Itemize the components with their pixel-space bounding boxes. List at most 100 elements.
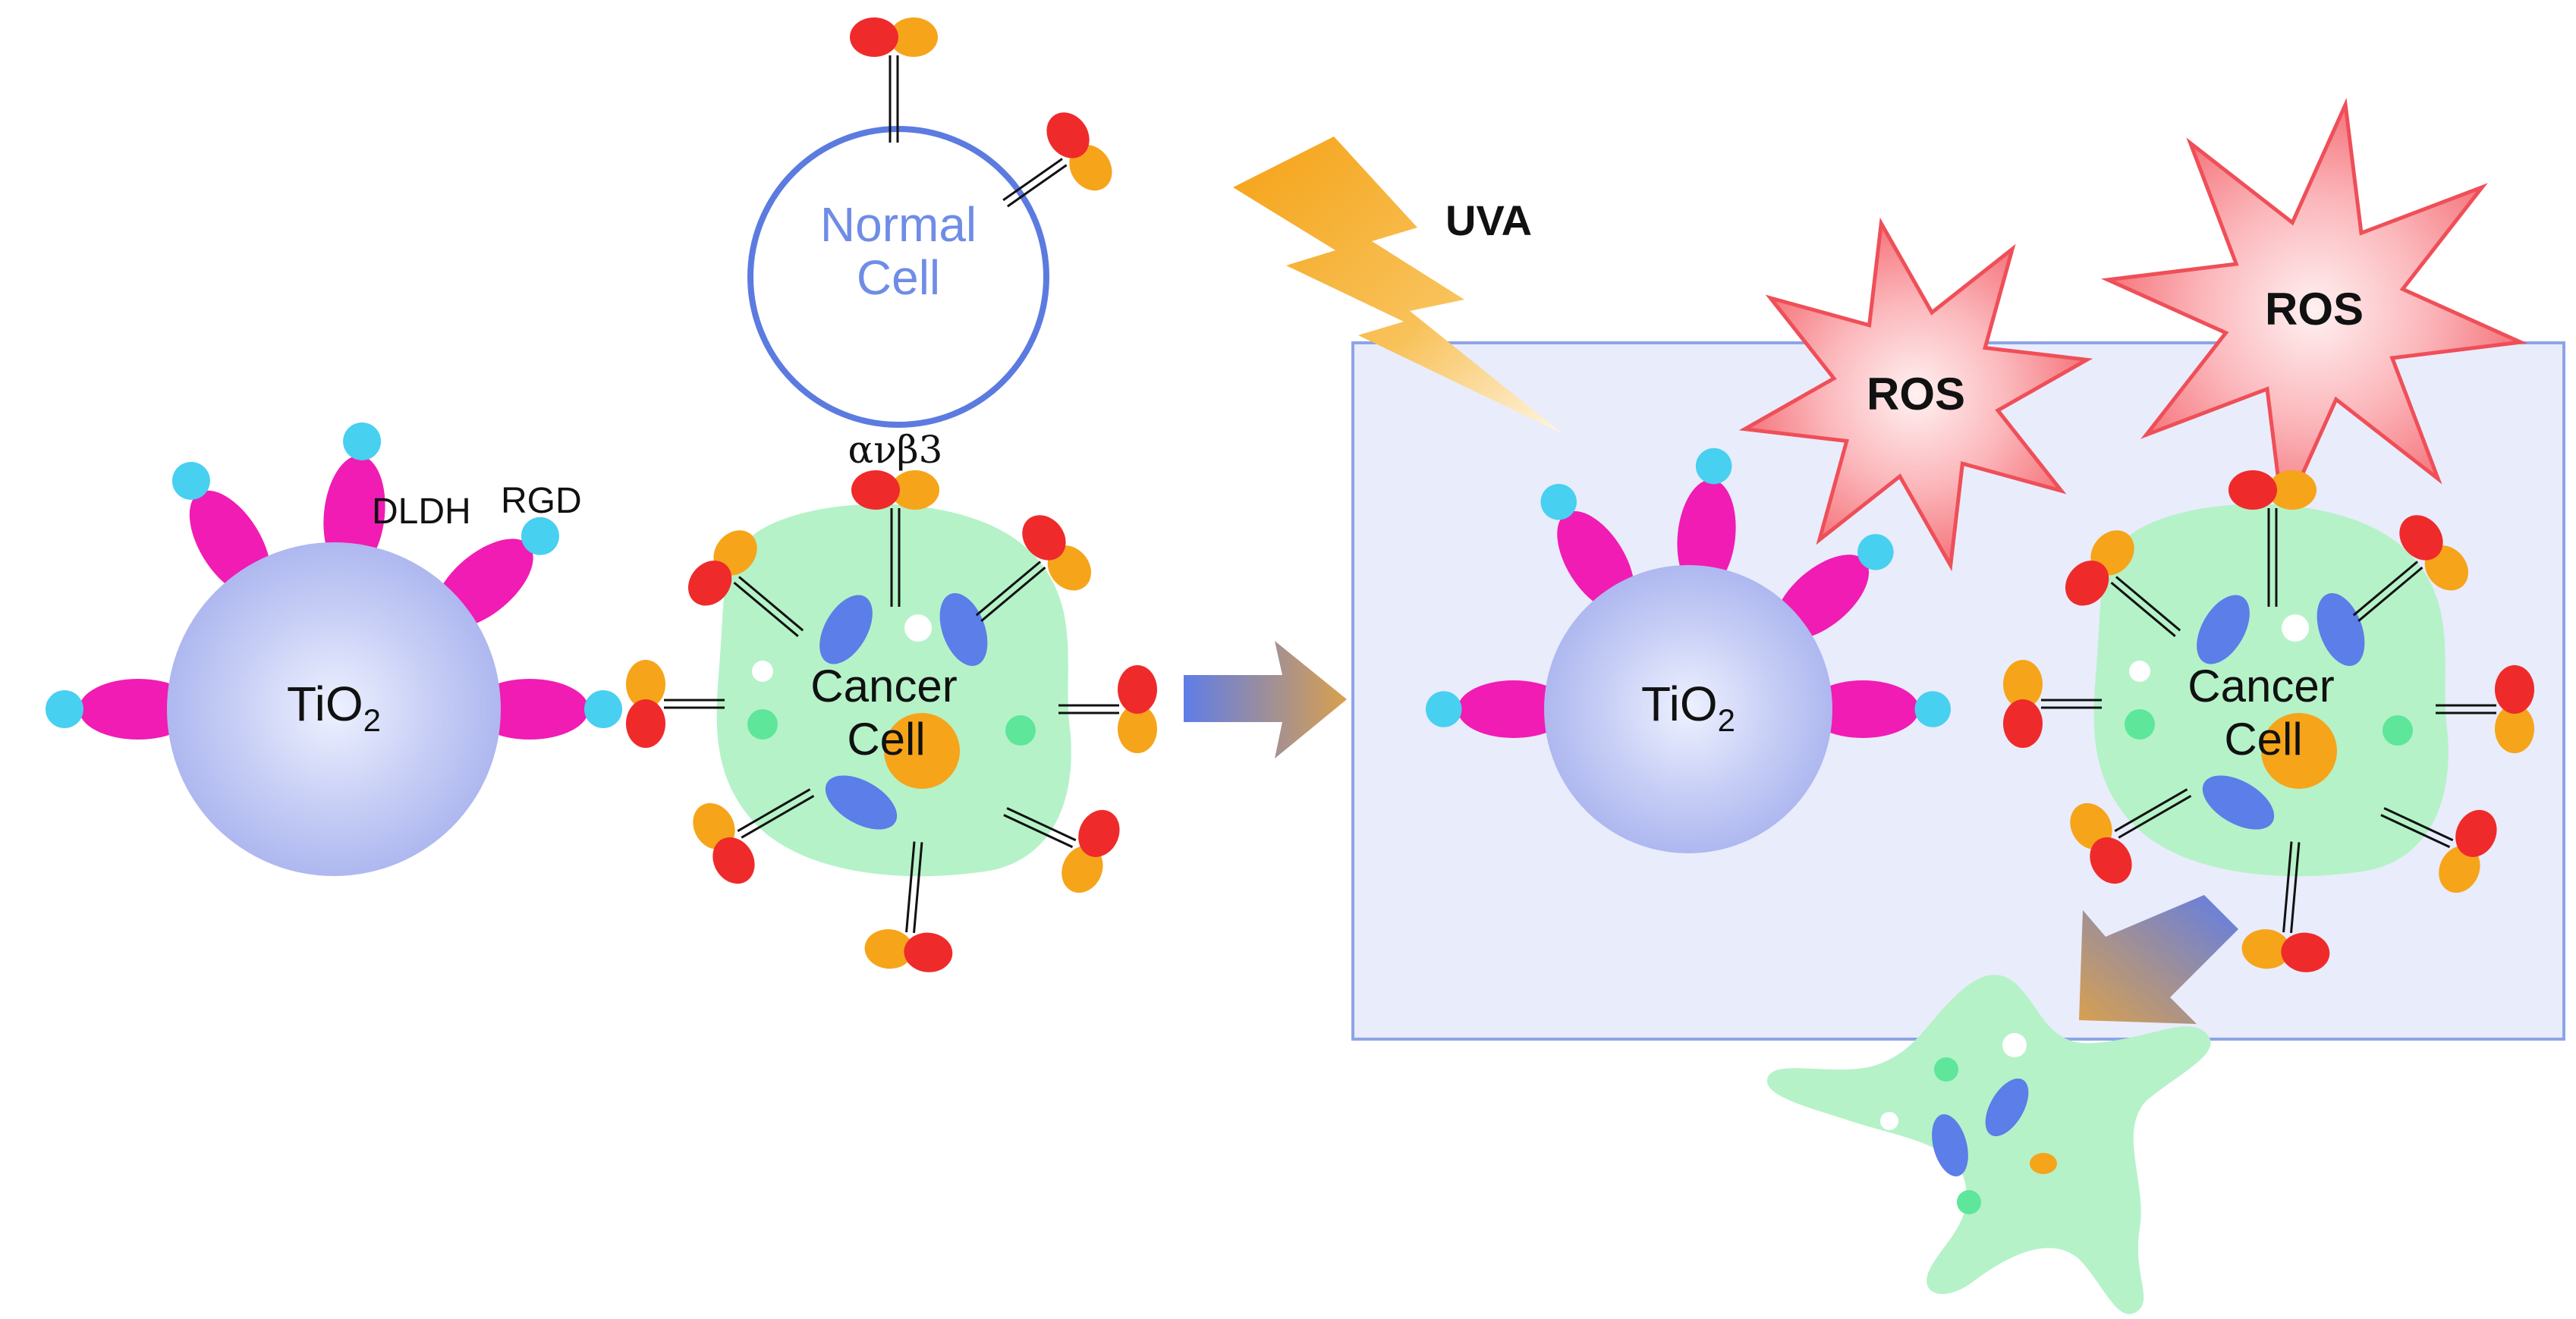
- cancer-cell-organelles: [747, 593, 1036, 830]
- receptor-stalk: [1003, 814, 1074, 849]
- receptor-stalk: [2383, 807, 2454, 842]
- organelle-mitochondrion: [819, 595, 873, 664]
- dead-cell-body: [1766, 975, 2211, 1314]
- cancer-cell-label-line1: Cancer: [810, 661, 957, 711]
- receptor-stalk: [1006, 807, 1077, 842]
- cancer-cell-label-line1: Cancer: [2188, 661, 2334, 711]
- tio2-particle-left: TiO2 DLDH RGD: [46, 422, 622, 876]
- organelle-mitochondrion: [2202, 775, 2275, 830]
- normal-cell: Normal Cell: [747, 17, 1112, 428]
- rgd-bead: [1857, 534, 1894, 570]
- integrin-alpha-subunit: [2439, 845, 2480, 893]
- integrin-beta-subunit: [850, 17, 898, 57]
- dead-cancer-cell: [1766, 975, 2211, 1314]
- integrin-beta-subunit: [2455, 809, 2497, 857]
- receptor-stalk: [2357, 566, 2423, 622]
- integrin-alpha-subunit: [1062, 845, 1103, 893]
- integrin-beta-subunit: [2003, 699, 2043, 748]
- integrin-alpha-subunit: [693, 802, 735, 850]
- ros-star-shape: [1738, 217, 2093, 572]
- organelle-vesicle: [2129, 661, 2150, 682]
- dldh-peptide: [1807, 680, 1920, 738]
- organelle-granule: [1957, 1190, 1981, 1214]
- receptor-stalk: [2118, 795, 2192, 839]
- organelle-mitochondrion: [2197, 595, 2250, 664]
- integrin-beta-subunit: [2228, 470, 2277, 510]
- ros-label-right: ROS: [2265, 284, 2364, 334]
- organelle-mitochondrion: [825, 775, 898, 830]
- cancer-cell-right: Cancer Cell: [2003, 470, 2534, 972]
- rgd-bead: [1914, 691, 1951, 727]
- integrin-beta-subunit: [2399, 515, 2443, 561]
- tio2-sphere: [1544, 565, 1832, 853]
- ros-burst-left: ROS: [1738, 217, 2093, 572]
- receptor-stalk: [2115, 576, 2181, 632]
- integrin-alpha-subunit: [889, 17, 938, 57]
- uva-lightning: UVA: [1233, 137, 1563, 434]
- dead-cell-organelles: [1880, 1033, 2057, 1214]
- integrin-beta-subunit: [1022, 515, 1066, 561]
- integrin-beta-subunit: [904, 932, 953, 972]
- receptor-stalk: [975, 561, 1042, 617]
- ros-burst-right: ROS: [2100, 97, 2528, 525]
- receptor-stalk: [737, 788, 811, 832]
- rgd-bead: [1695, 448, 1732, 485]
- normal-cell-label-line1: Normal: [820, 197, 977, 252]
- integrin-receptors: [2003, 470, 2534, 972]
- organelle-vesicle: [752, 661, 773, 682]
- organelle-mitochondrion: [1932, 1114, 1968, 1176]
- dldh-peptide: [1677, 479, 1736, 592]
- integrin-beta-subunit: [2090, 837, 2132, 884]
- receptor-stalk: [2282, 841, 2293, 933]
- rgd-bead: [46, 690, 83, 728]
- integrin-receptors: [626, 470, 1157, 972]
- receptor-stalk: [2380, 814, 2451, 849]
- normal-cell-label-line2: Cell: [857, 250, 940, 305]
- rgd-bead: [171, 461, 210, 500]
- process-arrow-down-left: [2079, 895, 2238, 1024]
- organelle-vesicle: [1880, 1112, 1898, 1130]
- integrin-alpha-subunit: [2070, 802, 2112, 850]
- tio2-sphere: [167, 542, 501, 876]
- integrin-alpha-subunit: [2003, 660, 2043, 708]
- integrin-beta-subunit: [2281, 932, 2330, 972]
- receptor-stalk: [905, 841, 916, 933]
- integrin-beta-subunit: [851, 470, 900, 510]
- receptor-stalk: [913, 842, 923, 934]
- dldh-peptide: [1457, 680, 1570, 738]
- integrin-beta-subunit: [2495, 665, 2534, 714]
- organelle-granule: [1934, 1057, 1958, 1082]
- integrin-beta-subunit: [1046, 112, 1090, 159]
- cell-nucleus-fragment: [2030, 1153, 2057, 1174]
- normal-cell-receptors: [850, 17, 1112, 208]
- ros-star-shape: [2100, 97, 2528, 525]
- organelle-mitochondrion: [2317, 593, 2365, 666]
- receptor-stalk: [738, 576, 804, 632]
- integrin-beta-subunit: [688, 561, 732, 606]
- organelle-vesicle: [2002, 1033, 2027, 1057]
- integrin-alpha-subunit: [2495, 705, 2534, 753]
- cancer-cell-organelles: [2125, 593, 2413, 830]
- receptor-stalk: [2352, 561, 2419, 617]
- process-arrow-right: [1184, 641, 1347, 758]
- rgd-bead: [521, 517, 559, 555]
- rgd-bead: [1426, 691, 1462, 727]
- integrin-alpha-subunit: [626, 660, 665, 708]
- organelle-granule: [1005, 715, 1036, 746]
- organelle-vesicle: [904, 614, 932, 642]
- receptor-stalk: [2114, 788, 2188, 832]
- integrin-alpha-subunit: [864, 929, 914, 969]
- integrin-alpha-subunit: [2268, 470, 2317, 510]
- integrin-alpha-subunit: [2241, 929, 2291, 969]
- receptor-stalk: [2290, 842, 2301, 934]
- integrin-label: ανβ3: [848, 428, 943, 472]
- tio2-label-right: TiO2: [1641, 677, 1735, 738]
- receptor-stalk: [733, 581, 799, 637]
- integrin-beta-subunit: [1118, 665, 1157, 714]
- rgd-bead: [1540, 483, 1577, 520]
- organelle-granule: [2125, 709, 2155, 740]
- integrin-beta-subunit: [1078, 809, 1120, 857]
- receptor-stalk: [741, 795, 815, 839]
- rgd-label: RGD: [501, 481, 582, 521]
